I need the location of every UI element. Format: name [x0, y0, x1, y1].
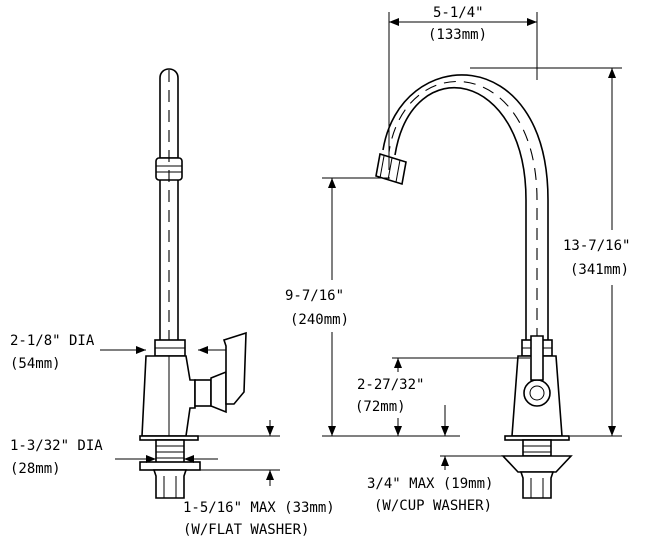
lock-nut: [519, 471, 555, 499]
outlet-height-label: 9-7/16": [285, 288, 344, 304]
arrow-head: [146, 455, 156, 463]
arrow-head: [328, 426, 336, 436]
arrow-head: [608, 426, 616, 436]
arrow-head: [136, 346, 146, 354]
handle-height-metric: (72mm): [355, 399, 406, 415]
aerator-line: [395, 159, 401, 183]
outlet-height-metric: (240mm): [290, 312, 349, 328]
cup-washer-label: 3/4" MAX (19mm): [367, 476, 493, 492]
shank-diameter-metric: (28mm): [10, 461, 61, 477]
outlet-height-dimension: 9-7/16" (240mm): [285, 177, 460, 437]
cup-washer: [501, 455, 573, 473]
handle-hub: [523, 379, 551, 407]
flat-washer-note: (W/FLAT WASHER): [183, 522, 309, 538]
flat-washer: [139, 461, 201, 471]
base-diameter-metric: (54mm): [10, 356, 61, 372]
flat-washer-label: 1-5/16" MAX (33mm): [183, 500, 335, 516]
overall-height-label: 13-7/16": [563, 238, 630, 254]
cup-washer-note: (W/CUP WASHER): [374, 498, 492, 514]
arrow-head: [266, 470, 274, 480]
spout-center-line: [388, 80, 538, 440]
shank: [522, 439, 552, 457]
spout-reach-dimension: 5-1/4" (133mm): [388, 5, 538, 170]
arrow-head: [608, 68, 616, 78]
arrow-head: [527, 18, 537, 26]
handle-height-dimension: 2-27/32" (72mm): [355, 357, 530, 436]
spout-reach-label: 5-1/4": [433, 5, 484, 21]
arrow-head: [198, 346, 208, 354]
base-diameter-label: 2-1/8" DIA: [10, 333, 95, 349]
arrow-head: [266, 426, 274, 436]
spout-tip: [159, 68, 179, 159]
spout-outer-back: [382, 74, 549, 340]
handle-height-label: 2-27/32": [357, 377, 424, 393]
handle-stem: [194, 379, 212, 407]
shank-diameter-label: 1-3/32" DIA: [10, 438, 103, 454]
lever-handle: [222, 331, 247, 405]
arrow-head: [441, 456, 449, 466]
cup-washer-dimension: 3/4" MAX (19mm) (W/CUP WASHER): [367, 405, 503, 514]
lever-handle: [530, 335, 544, 381]
flat-washer-dimension: 1-5/16" MAX (33mm) (W/FLAT WASHER): [183, 420, 335, 538]
spout-reach-metric: (133mm): [428, 27, 487, 43]
overall-height-metric: (341mm): [570, 262, 629, 278]
aerator-line: [379, 155, 385, 179]
side-view-faucet: [139, 68, 247, 499]
lock-nut: [152, 469, 188, 499]
arrow-head: [328, 178, 336, 188]
handle-hub-inner: [529, 385, 545, 401]
handle-hub: [210, 370, 227, 414]
base-diameter-dimension: 2-1/8" DIA (54mm): [10, 333, 226, 372]
aerator-line: [387, 157, 393, 181]
shank-diameter-dimension: 1-3/32" DIA (28mm): [10, 438, 218, 477]
spout-outer: [394, 86, 527, 340]
arrow-head: [389, 18, 399, 26]
front-view-faucet: [375, 74, 573, 499]
aerator: [375, 152, 407, 186]
arrow-head: [184, 455, 194, 463]
arrow-head: [394, 426, 402, 436]
arrow-head: [441, 426, 449, 436]
overall-height-dimension: 13-7/16" (341mm): [470, 67, 630, 437]
arrow-head: [394, 358, 402, 368]
